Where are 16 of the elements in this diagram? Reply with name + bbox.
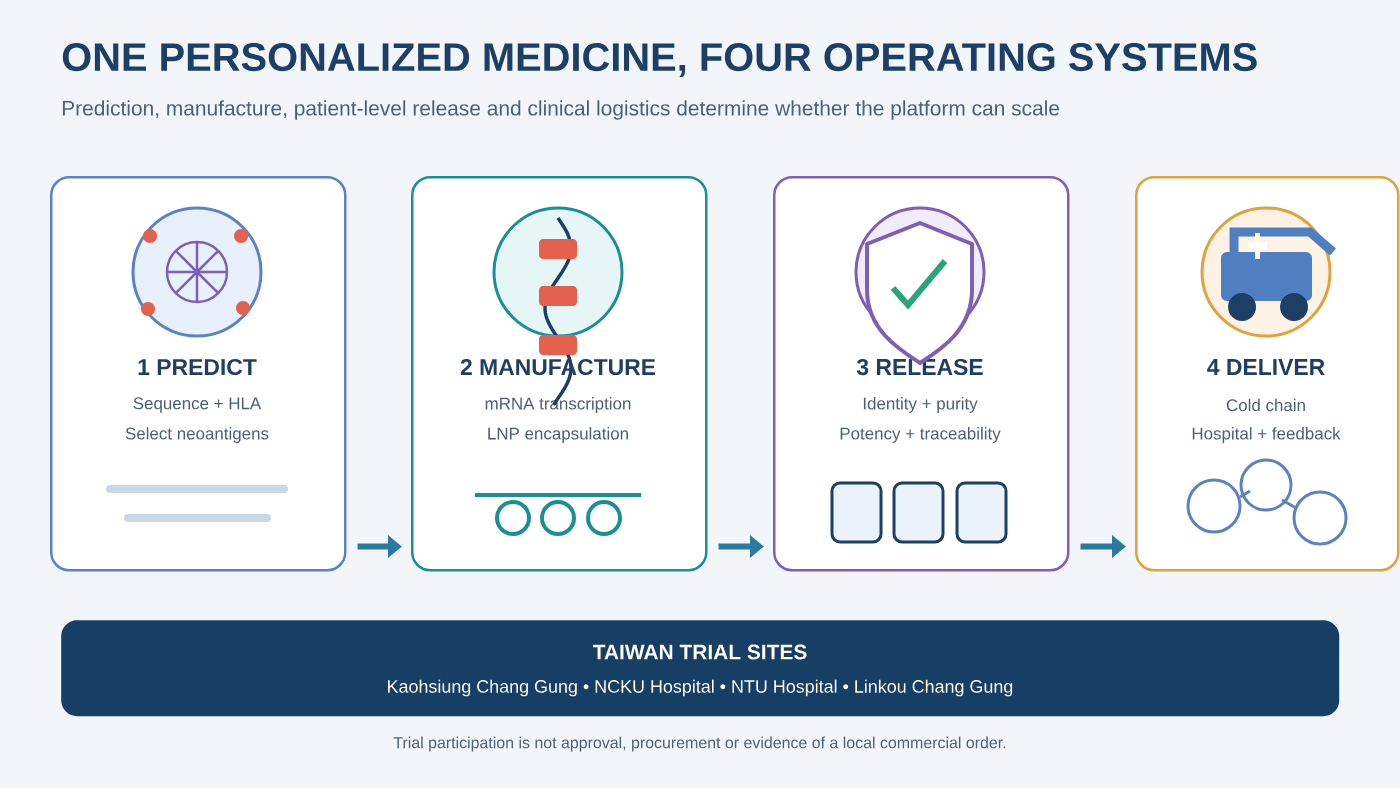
- step-heading: 1 PREDICT: [138, 358, 257, 376]
- step-heading: 3 RELEASE: [856, 358, 983, 376]
- step-description: Sequence + HLA: [133, 397, 262, 413]
- banner-heading: TAIWAN TRIAL SITES: [592, 644, 807, 660]
- step-description: Identity + purity: [863, 397, 978, 413]
- step-description: mRNA transcription: [485, 397, 631, 413]
- subtitle: Prediction, manufacture, patient-level release and clinical logistics determine whether the platform can scale: [62, 100, 1060, 120]
- site-list: Kaohsiung Chang Gung • NCKU Hospital • NTU Hospital • Linkou Chang Gung: [388, 679, 1013, 697]
- step-heading: 4 DELIVER: [1207, 359, 1325, 375]
- step-description: Potency + traceability: [840, 427, 1001, 443]
- step-description: LNP encapsulation: [488, 427, 628, 443]
- footnote: Trial participation is not approval, procurement or evidence of a local commercial order.: [393, 736, 1006, 752]
- step-description: Cold chain: [1226, 398, 1305, 412]
- step-description: Select neoantigens: [125, 427, 269, 443]
- step-description: Hospital + feedback: [1192, 427, 1341, 443]
- title: ONE PERSONALIZED MEDICINE, FOUR OPERATING SYSTEMS: [62, 43, 1257, 77]
